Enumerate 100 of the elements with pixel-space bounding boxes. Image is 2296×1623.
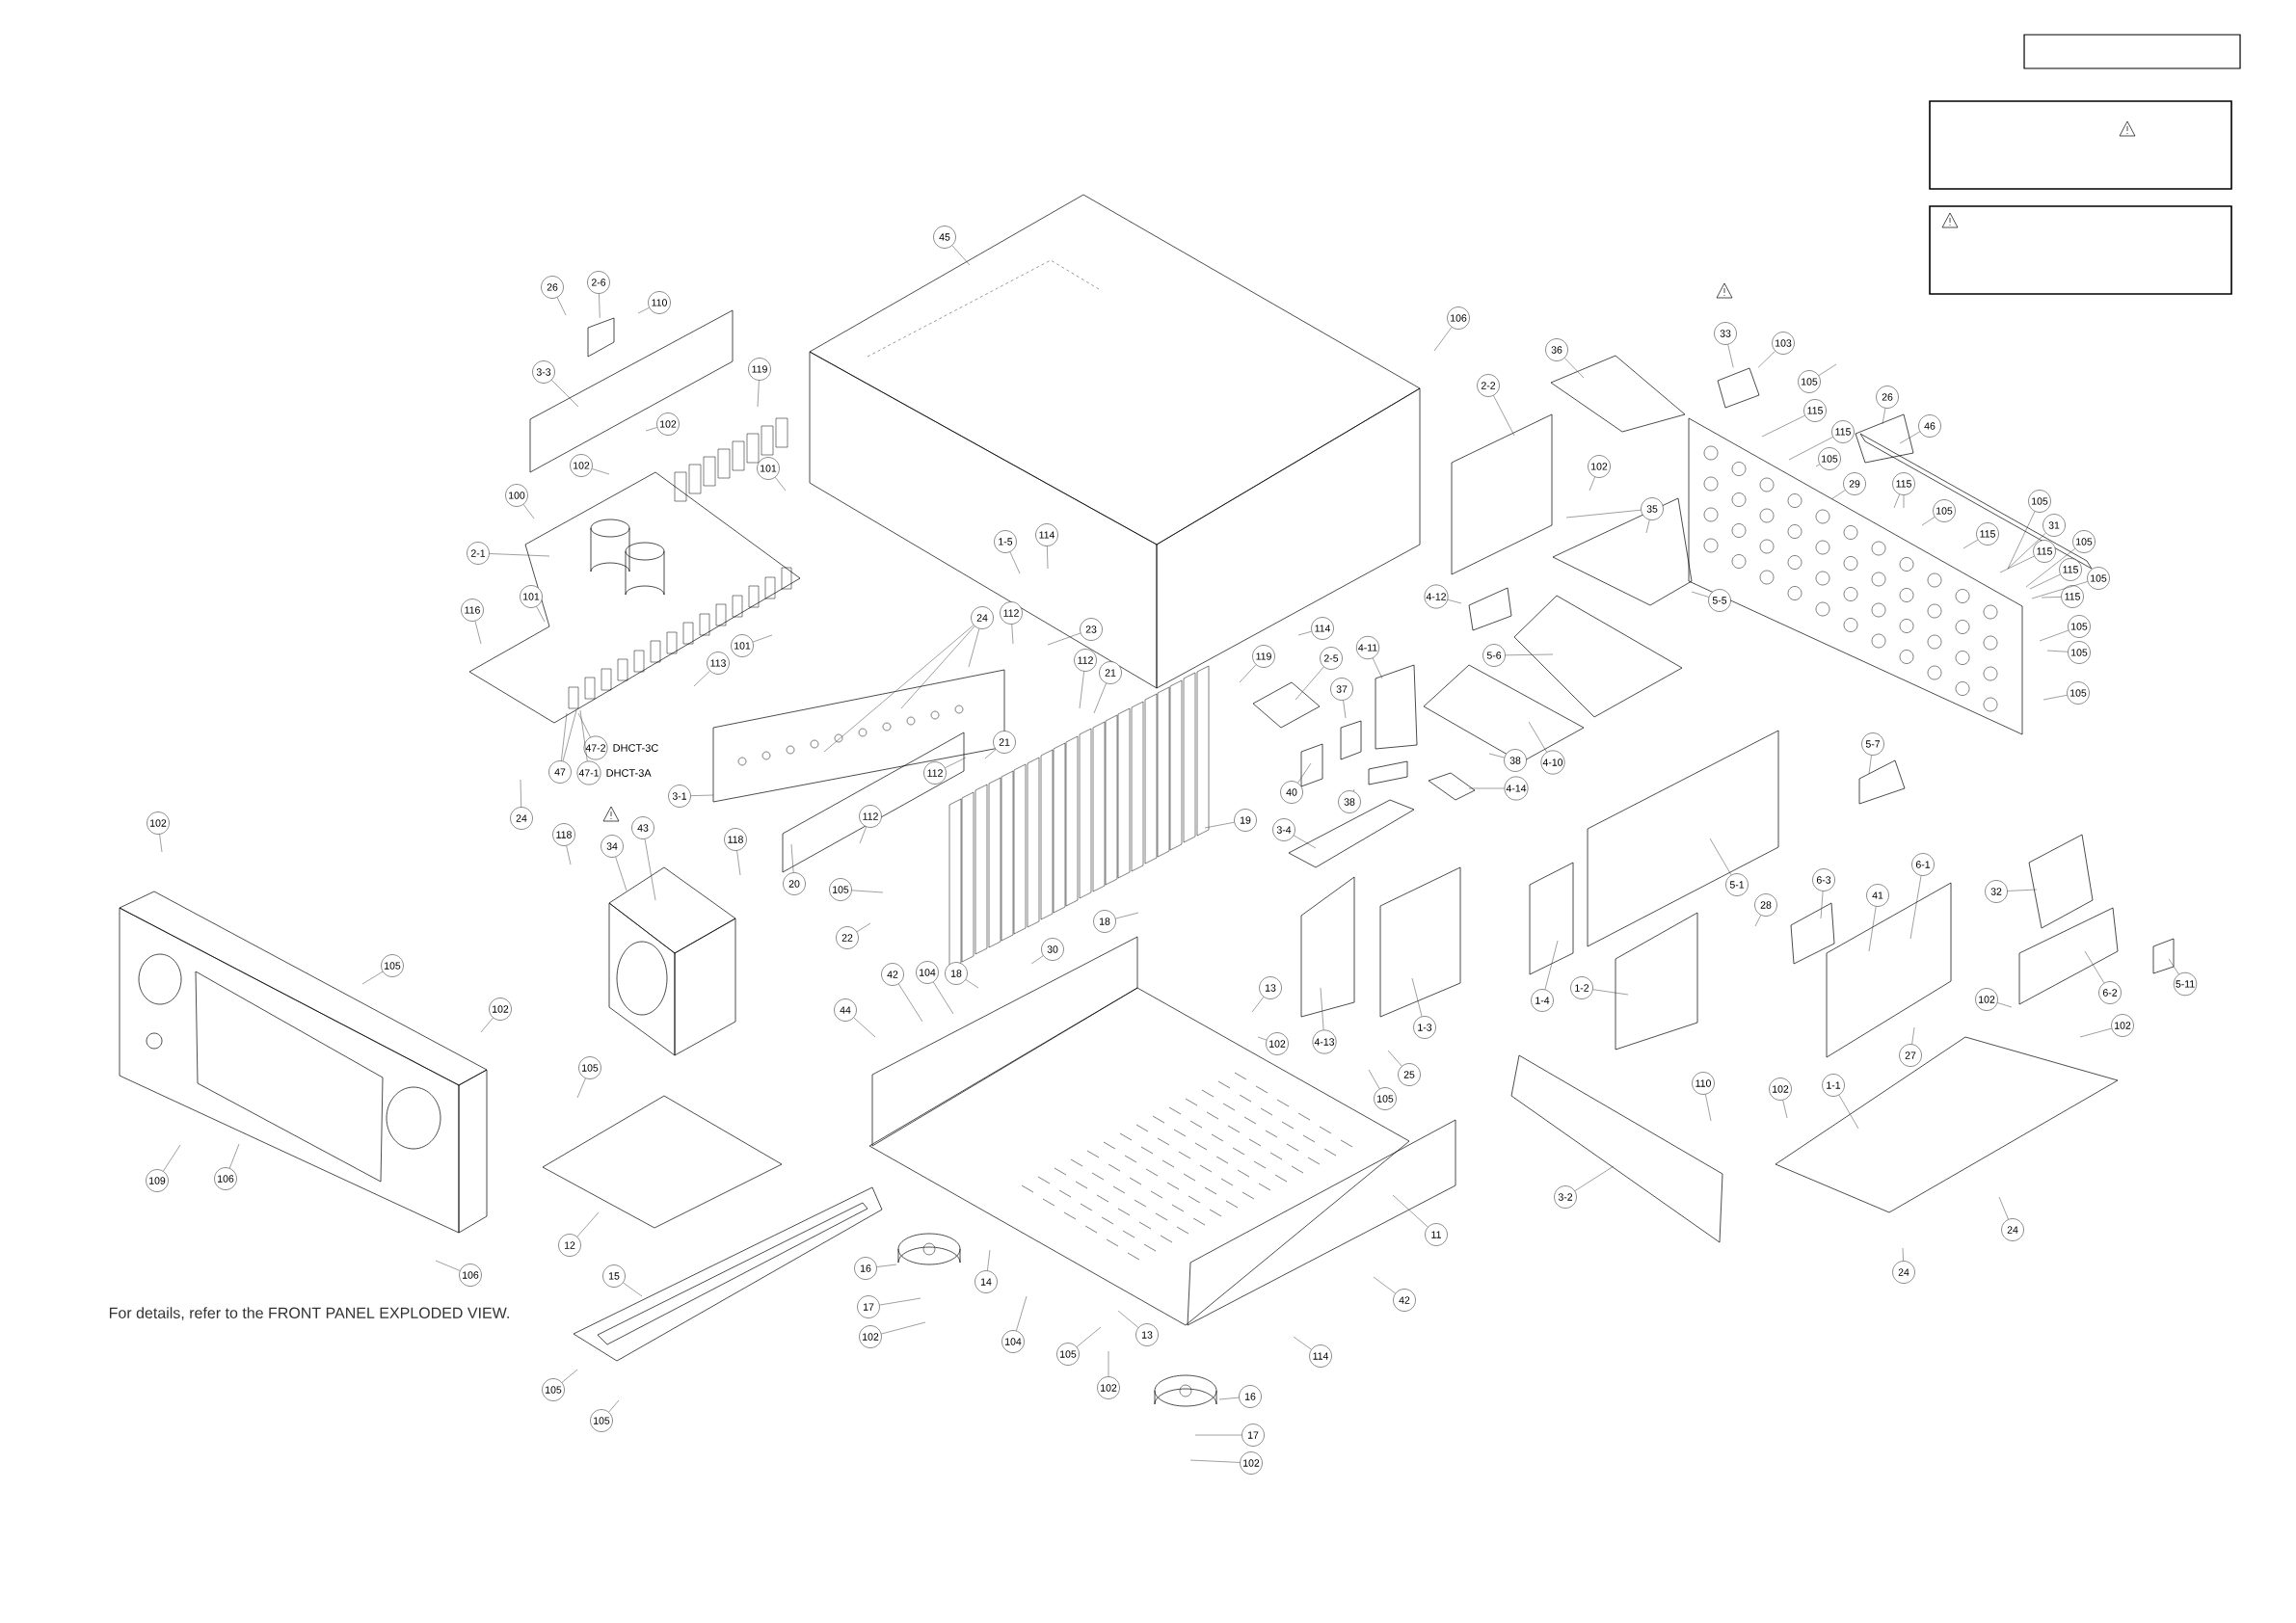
leader-line — [2084, 950, 2105, 984]
circuit-board — [587, 317, 615, 358]
leader-line — [1962, 539, 1979, 549]
leader-line — [2007, 889, 2038, 891]
callout-number: 12 — [558, 1234, 581, 1257]
callout-number: 105 — [2068, 641, 2091, 664]
callout-number: 119 — [748, 358, 771, 381]
leader-line — [853, 1017, 876, 1038]
callout-number: 5-11 — [2173, 971, 2198, 997]
callout-number: 106 — [1447, 306, 1470, 330]
callout-number: 3-3 — [532, 360, 555, 384]
leader-line — [1257, 1036, 1268, 1041]
leader-line — [1295, 666, 1324, 701]
callout-number: 45 — [933, 226, 956, 249]
leader-line — [879, 1297, 921, 1306]
callout-number: 115 — [1892, 472, 1915, 495]
callout-number: 26 — [1876, 386, 1899, 409]
callout-number: 4-14 — [1504, 776, 1529, 801]
callout-number: 2-6 — [587, 271, 610, 294]
leader-line — [1868, 755, 1872, 775]
callout-number: 21 — [993, 731, 1016, 754]
leader-line — [566, 845, 572, 865]
callout-number: 3-4 — [1272, 818, 1295, 841]
leader-line — [2041, 597, 2062, 599]
leader-line — [1899, 431, 1921, 444]
leader-line — [856, 922, 871, 932]
callout-number: 6-2 — [2098, 981, 2122, 1004]
leader-line — [1343, 700, 1347, 719]
leader-line — [1194, 1434, 1242, 1436]
leader-line — [823, 625, 974, 753]
leader-line — [637, 307, 650, 314]
callout-number: 4-13 — [1312, 1029, 1337, 1054]
leader-line — [1079, 671, 1084, 709]
leader-line — [757, 380, 760, 408]
leader-line — [1589, 476, 1595, 492]
leader-line — [1505, 653, 1554, 656]
callout-number: 105 — [1798, 370, 1821, 393]
leader-line — [1447, 599, 1462, 604]
leader-line — [435, 1260, 461, 1271]
leader-line — [1218, 1397, 1240, 1400]
note-text: For details, refer to the FRONT PANEL EXPLODED VIEW. — [109, 1307, 509, 1320]
callout-number: 105 — [829, 878, 852, 901]
leader-line — [644, 838, 656, 901]
leader-line — [876, 1264, 897, 1267]
callout-number: 101 — [520, 585, 543, 608]
leader-line — [480, 1017, 494, 1033]
callout-number: 102 — [859, 1325, 882, 1348]
callout-number: 1-3 — [1413, 1016, 1436, 1039]
leader-line — [1868, 906, 1877, 952]
callout-number: 14 — [974, 1270, 998, 1293]
leader-line — [577, 712, 591, 738]
callout-number: 102 — [2111, 1014, 2134, 1037]
leader-line — [1592, 989, 1629, 996]
callout-number: 34 — [601, 835, 624, 858]
leader-line — [1818, 363, 1837, 376]
leader-line — [1320, 987, 1324, 1030]
callout-number: 114 — [1035, 523, 1058, 546]
leader-line — [520, 779, 521, 808]
leader-line — [1820, 891, 1824, 919]
leader-line — [1999, 555, 2035, 573]
leader-line — [1009, 551, 1021, 574]
leader-line — [987, 1249, 991, 1271]
callout-number: 2-2 — [1477, 374, 1500, 397]
callout-number: 102 — [570, 454, 593, 477]
callout-number: 16 — [1239, 1385, 1262, 1408]
callout-number: 41 — [1866, 884, 1889, 907]
callout-number: 16 — [854, 1257, 877, 1280]
leader-line — [1093, 682, 1107, 714]
leader-line — [790, 843, 794, 873]
leader-line — [1488, 753, 1505, 758]
leader-line — [1830, 490, 1846, 500]
callout-number: 105 — [2067, 681, 2090, 705]
leader-line — [1882, 408, 1886, 425]
leader-line — [1691, 591, 1709, 598]
callout-number: 47-2 — [583, 735, 608, 760]
callout-number: 23 — [1080, 618, 1103, 641]
callout-number: 15 — [602, 1264, 626, 1288]
leader-line — [2007, 532, 2046, 570]
leader-line — [1016, 1295, 1028, 1331]
callout-number: 105 — [1374, 1087, 1397, 1110]
leader-line — [1353, 788, 1355, 792]
leader-line — [229, 1143, 240, 1169]
callout-number: 115 — [1976, 522, 1999, 545]
callout-number: 1-2 — [1570, 976, 1593, 999]
leader-line — [1297, 630, 1312, 636]
leader-line — [968, 628, 980, 668]
leader-line — [163, 1144, 181, 1172]
leader-line — [1902, 1247, 1904, 1262]
callout-number: 106 — [459, 1264, 482, 1287]
callout-number: 105 — [542, 1378, 565, 1401]
leader-line — [1387, 1050, 1402, 1067]
leader-line — [1528, 721, 1547, 753]
callout-number: 13 — [1135, 1323, 1159, 1346]
leader-line — [1239, 664, 1257, 683]
callout-number: 114 — [1311, 617, 1334, 640]
leader-line — [900, 625, 975, 709]
leader-line — [2079, 1027, 2112, 1038]
callout-number: 1-1 — [1822, 1074, 1845, 1097]
part-code: DHCT-3A — [606, 769, 652, 777]
leader-line — [1293, 1336, 1312, 1350]
